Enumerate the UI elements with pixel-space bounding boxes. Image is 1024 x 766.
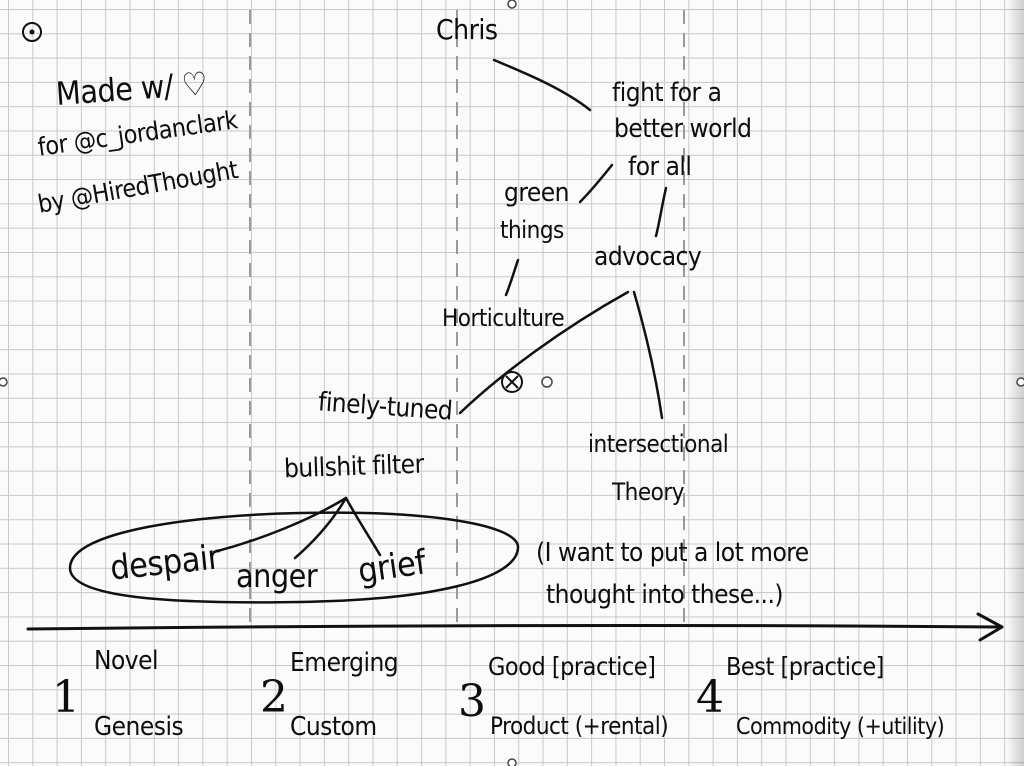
link-filter-grief xyxy=(344,496,382,557)
page-edge-shadow xyxy=(1006,0,1024,766)
node-advocacy: advocacy xyxy=(594,242,702,272)
rotate-handle[interactable] xyxy=(541,376,553,388)
link-filter-despair xyxy=(212,496,348,554)
edge-handle-bottom[interactable] xyxy=(507,758,517,766)
node-intersectional-line-1: intersectional xyxy=(588,430,729,458)
stage-2-bottom: Custom xyxy=(290,712,377,742)
node-horticulture: Horticulture xyxy=(442,304,565,332)
node-fight-line-2: better world xyxy=(614,114,752,144)
stage-2-top: Emerging xyxy=(290,648,399,678)
node-grief: grief xyxy=(355,542,429,592)
node-despair: despair xyxy=(108,537,222,589)
stage-1-number: 1 xyxy=(52,672,80,723)
link-advocacy-intersectional xyxy=(632,290,664,420)
node-chris: Chris xyxy=(436,13,498,46)
node-intersectional-line-2: Theory xyxy=(612,478,685,506)
stage-1-top: Novel xyxy=(94,646,159,676)
stage-3-top: Good [practice] xyxy=(488,652,656,681)
stage-3-bottom: Product (+rental) xyxy=(490,712,669,740)
node-fight-line-1: fight for a xyxy=(612,78,722,108)
edge-handle-left[interactable] xyxy=(0,377,8,387)
origin-handle[interactable] xyxy=(22,22,42,42)
link-fight-green xyxy=(578,163,614,204)
edge-handle-top[interactable] xyxy=(507,0,517,9)
node-anger: anger xyxy=(236,557,318,595)
stage-4-number: 4 xyxy=(696,672,724,723)
evolution-axis xyxy=(26,612,1004,642)
node-fight-line-3: for all xyxy=(628,152,692,182)
credit-line-1: Made w/ ♡ xyxy=(54,64,209,113)
move-handle[interactable] xyxy=(501,371,523,393)
stage-4-top: Best [practice] xyxy=(726,652,884,681)
link-fight-advocacy xyxy=(654,186,668,238)
stage-dividers xyxy=(249,10,685,625)
node-green-line-1: green xyxy=(504,178,570,208)
link-filter-anger xyxy=(293,496,348,560)
note-line-2: thought into these...) xyxy=(546,580,784,610)
edge-handle-right[interactable] xyxy=(1016,377,1024,387)
stage-4-bottom: Commodity (+utility) xyxy=(736,714,945,740)
link-chris-fight xyxy=(492,58,592,112)
link-green-horticulture xyxy=(504,258,520,297)
stage-1-bottom: Genesis xyxy=(94,712,184,742)
stage-2-number: 2 xyxy=(260,672,288,723)
note-line-1: (I want to put a lot more xyxy=(536,538,809,568)
node-green-line-2: things xyxy=(500,216,564,244)
link-advocacy-filter xyxy=(458,290,630,415)
emotion-cluster-ellipse xyxy=(68,511,520,604)
stage-3-number: 3 xyxy=(458,676,486,727)
node-filter-line-2: bullshit filter xyxy=(283,449,425,485)
connectors xyxy=(212,58,668,560)
